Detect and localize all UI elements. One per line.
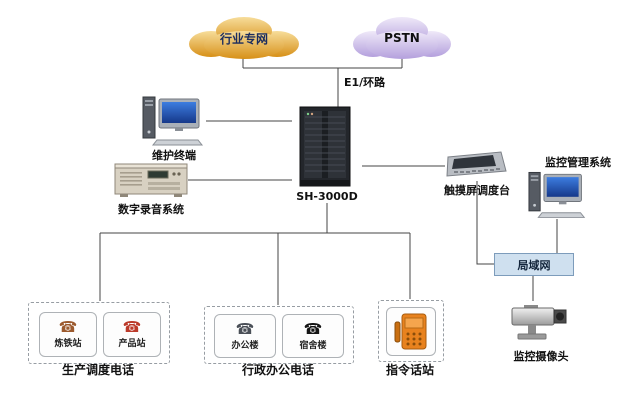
- server-model-label: SH-3000D: [296, 190, 358, 203]
- phone-icon: ☎: [58, 318, 78, 336]
- phone-icon: ☎: [122, 318, 142, 336]
- recorder-unit-icon: [114, 163, 188, 197]
- maintenance-terminal-node: [142, 94, 206, 150]
- e1-trunk-label: E1/环路: [344, 76, 386, 89]
- production-phones-group: ☎ 炼铁站 ☎ 产品站: [28, 302, 170, 364]
- admin-group-label: 行政办公电话: [241, 363, 314, 377]
- station-name: 炼铁站: [54, 339, 82, 349]
- station-lian-tie: ☎ 炼铁站: [39, 312, 97, 357]
- desktop-computer-icon: [142, 96, 204, 146]
- phone-icon: ☎: [235, 319, 255, 338]
- station-ban-gong-lou: ☎ 办公楼: [214, 314, 276, 358]
- industry-network-cloud: 行业专网: [183, 14, 305, 62]
- station-su-she-lou: ☎ 宿舍楼: [282, 314, 344, 358]
- maintenance-terminal-label: 维护终端: [152, 149, 196, 162]
- server-cabinet-icon: [299, 106, 351, 187]
- monitor-system-label: 监控管理系统: [545, 156, 611, 169]
- station-chan-pin: ☎ 产品站: [103, 312, 161, 357]
- desktop-computer-icon: [528, 171, 586, 218]
- pstn-cloud: PSTN: [348, 14, 456, 62]
- camera-node: [506, 302, 576, 352]
- cloud-shape: [353, 17, 451, 59]
- monitor-system-node: [528, 169, 588, 223]
- camera-label: 监控摄像头: [513, 350, 569, 363]
- recording-system-node: [114, 161, 188, 203]
- command-station-group: [378, 300, 444, 362]
- server-cabinet-node: [292, 106, 362, 192]
- phone-icon: ☎: [303, 319, 323, 338]
- station-name: 办公楼: [231, 340, 259, 351]
- production-group-label: 生产调度电话: [61, 363, 134, 377]
- admin-phones-group: ☎ 办公楼 ☎ 宿舍楼: [204, 306, 354, 364]
- touch-console-node: [445, 149, 509, 185]
- recording-system-label: 数字录音系统: [118, 203, 184, 216]
- station-name: 宿舍楼: [299, 340, 327, 351]
- lan-label: 局域网: [517, 258, 551, 272]
- touch-console-label: 触摸屏调度台: [444, 184, 510, 197]
- cloud-shape: [189, 17, 299, 59]
- touch-console-icon: [446, 151, 507, 177]
- cctv-camera-icon: [511, 305, 567, 340]
- lan-box: 局域网: [494, 253, 574, 276]
- station-name: 产品站: [118, 339, 146, 349]
- command-phone-icon: [394, 313, 427, 349]
- command-group-label: 指令话站: [385, 363, 434, 377]
- command-station-device: [386, 307, 436, 356]
